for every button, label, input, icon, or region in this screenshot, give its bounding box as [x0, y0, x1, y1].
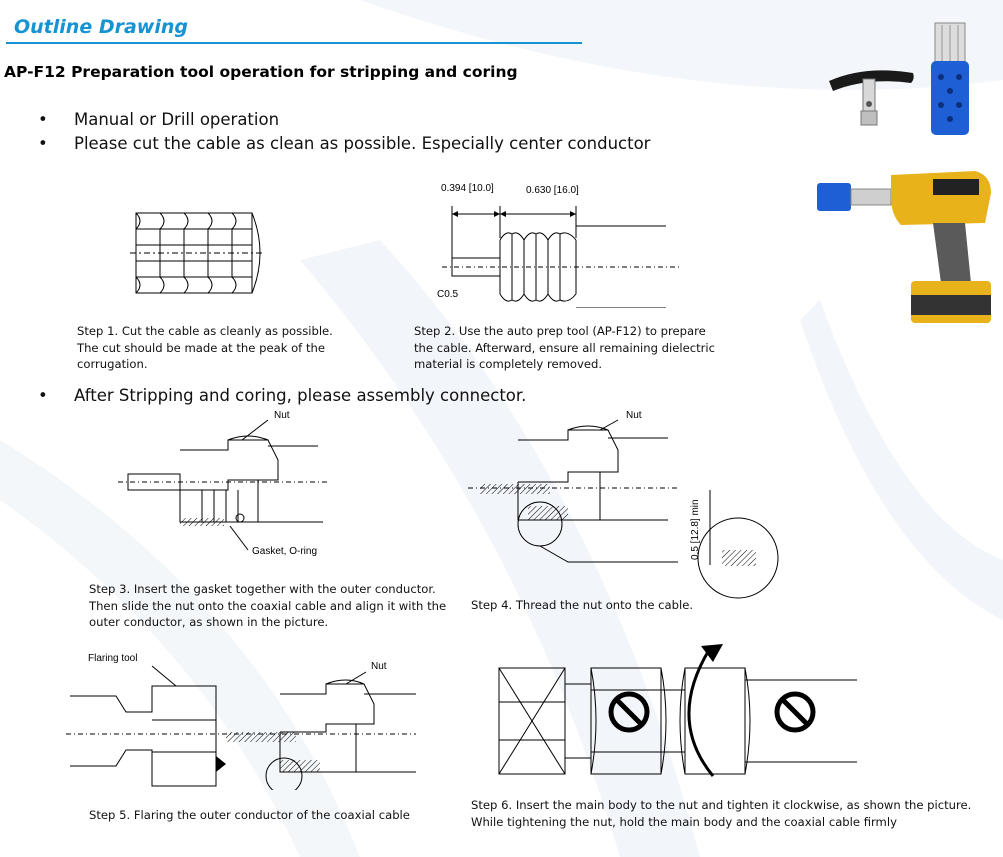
bullet-item: • Please cut the cable as clean as possi… — [38, 134, 651, 153]
gasket-label: Gasket, O-ring — [252, 546, 318, 557]
drill-tool-photo — [817, 171, 991, 323]
dimension-label: 0.630 [16.0] — [526, 185, 579, 196]
step6-caption: Step 6. Insert the main body to the nut … — [471, 798, 972, 829]
step4-drawing — [468, 419, 779, 599]
bullet-dot-icon: • — [38, 386, 48, 405]
nut-label: Nut — [371, 661, 387, 672]
step5-caption: Step 5. Flaring the outer conductor of t… — [89, 808, 410, 822]
nut-label: Nut — [274, 410, 290, 421]
step2-drawing — [442, 206, 680, 308]
flaring-tool-label: Flaring tool — [88, 653, 138, 664]
title-underline — [6, 42, 582, 44]
section-title: Outline Drawing — [14, 16, 188, 38]
step2-caption: Step 2. Use the auto prep tool (AP-F12) … — [414, 324, 716, 371]
step6-drawing — [498, 644, 857, 777]
bullet-item: • After Stripping and coring, please ass… — [38, 386, 527, 405]
step1-caption: Step 1. Cut the cable as cleanly as poss… — [77, 324, 333, 371]
bullet-text: Please cut the cable as clean as possibl… — [74, 134, 651, 153]
manual-tool-photo — [829, 22, 969, 135]
step1-drawing — [130, 212, 264, 294]
step3-drawing — [118, 419, 328, 551]
step5-drawing — [66, 665, 416, 790]
page-heading: AP-F12 Preparation tool operation for st… — [4, 63, 518, 81]
step4-caption: Step 4. Thread the nut onto the cable. — [471, 598, 694, 612]
bullet-text: After Stripping and coring, please assem… — [74, 386, 527, 405]
nut-label: Nut — [626, 410, 642, 421]
bullet-dot-icon: • — [38, 110, 48, 129]
chamfer-label: C0.5 — [437, 289, 459, 300]
dimension-label: 0.394 [10.0] — [441, 183, 494, 194]
bullet-text: Manual or Drill operation — [74, 110, 280, 129]
bullet-item: • Manual or Drill operation — [38, 110, 280, 129]
bullet-dot-icon: • — [38, 134, 48, 153]
step3-caption: Step 3. Insert the gasket together with … — [89, 582, 447, 629]
